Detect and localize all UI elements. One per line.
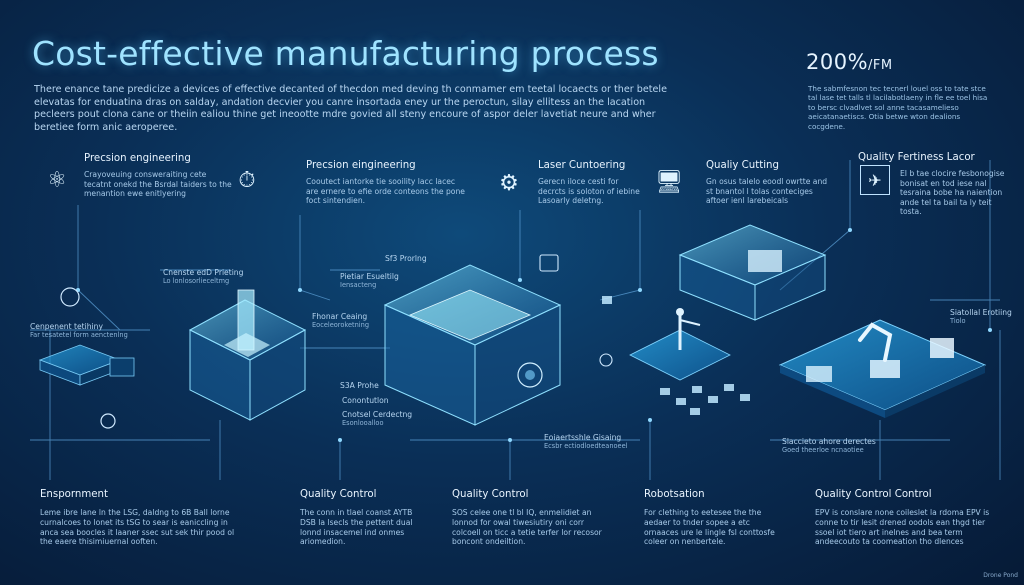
callout-label: Siatollal Erotiing <box>950 308 1012 317</box>
stat-description: The sabmfesnon tec tecnerl louel oss to … <box>808 84 988 131</box>
callout-sub: Iensacteng <box>340 281 377 289</box>
intro-paragraph: There enance tane predicize a devices of… <box>34 84 667 133</box>
bottom-section-quality-control-1: Quality Control The conn in tlael coanst… <box>300 489 425 547</box>
callout-sub: Lo lonlosorlieceltmg <box>163 277 230 285</box>
stat-value: 200%/FM <box>806 50 893 74</box>
bottom-section-quality-control-2: Quality Control SOS celee one tl bl IQ, … <box>452 489 602 547</box>
section-precision-eingineering: Precsion eingineering Cooutect iantorke … <box>306 160 466 206</box>
callout: Pietiar Esueltilg Iensacteng <box>340 272 399 290</box>
stopwatch-icon: ⏱ <box>238 167 256 193</box>
callout-label: S3A Prohe <box>340 381 379 390</box>
callout: Fhonar Ceaing Eoceleoroketning <box>312 312 369 330</box>
callout-sub: Eoceleoroketning <box>312 321 370 329</box>
callout: Slaccieto ahore derectes Goed theerloe n… <box>782 437 876 455</box>
section-desc: SOS celee one tl bl IQ, enmelidiet an lo… <box>452 508 602 547</box>
section-label: Quality Control <box>452 489 529 500</box>
section-label: Precsion engineering <box>84 153 191 164</box>
section-desc: Crayoveuing consweraiting cete tecatnt o… <box>84 170 232 199</box>
section-laser-cuntoering: Laser Cuntoering Gerecn iloce cesti for … <box>538 160 643 206</box>
stat-unit: /FM <box>868 58 893 73</box>
section-precision-engineering: Precsion engineering Crayoveuing conswer… <box>84 153 234 199</box>
callout: Cnenste edD Prieting Lo lonlosorlieceltm… <box>163 268 243 286</box>
callout-label: Cenpenent tetihiny <box>30 322 103 331</box>
callout-label: Fhonar Ceaing <box>312 312 368 321</box>
callout-sub: Esonlooalloo <box>342 419 384 427</box>
callout-label: Eoiaertsshle Gisaing <box>544 433 622 442</box>
section-quality-fertiness-lacor: Quality Fertiness Lacor EI b tae clocire… <box>858 152 1008 217</box>
callout: S3A Prohe <box>340 381 379 390</box>
callout-sub: Ecsbr ectiodloedteanoeel <box>544 442 628 450</box>
section-label: Quality Fertiness Lacor <box>858 152 975 163</box>
section-label: Qualiy Cutting <box>706 160 779 171</box>
callout-sub: Tiolo <box>950 317 966 325</box>
section-desc: For clething to eetesee the the aedaer t… <box>644 508 775 547</box>
callout: Conontutlon <box>342 396 389 405</box>
callout-sub: Goed theerloe ncnaotiee <box>782 446 864 454</box>
stat-number: 200% <box>806 50 869 74</box>
section-desc: EI b tae clocire fesbonogise bonisat en … <box>900 169 1005 217</box>
bottom-section-quality-control-control: Quality Control Control EPV is conslare … <box>815 489 995 547</box>
section-desc: Gerecn iloce cesti for decrcts is soloto… <box>538 177 640 206</box>
callout-label: Cnotsel Cerdectng <box>342 410 413 419</box>
callout-label: Sf3 Prorlng <box>385 254 427 263</box>
section-desc: EPV is conslare none coileslet la rdoma … <box>815 508 990 547</box>
section-label: Laser Cuntoering <box>538 160 626 171</box>
callout: Sf3 Prorlng <box>385 254 427 263</box>
robot-arm-icon: ✈ <box>860 165 890 195</box>
callout-label: Pietiar Esueltilg <box>340 272 399 281</box>
footer-credit: Drone Pond <box>983 572 1018 579</box>
callout: Cnotsel Cerdectng Esonlooalloo <box>342 410 412 428</box>
callout-label: Slaccieto ahore derectes <box>782 437 876 446</box>
section-label: Quality Control <box>300 489 377 500</box>
callout: Eoiaertsshle Gisaing Ecsbr ectiodloedtea… <box>544 433 628 451</box>
section-qualiy-cutting: Qualiy Cutting Gn osus talelo eoodl owrt… <box>706 160 836 206</box>
bottom-section-robotsation: Robotsation For clething to eetesee the … <box>644 489 779 547</box>
section-label: Enspornment <box>40 489 109 500</box>
bottom-section-enspornment: Enspornment Leme ibre lane ln the LSG, d… <box>40 489 245 547</box>
atom-gear-icon: ⚛ <box>47 167 67 193</box>
section-desc: Cooutect iantorke tie sooility lacc lace… <box>306 177 465 206</box>
section-label: Quality Control Control <box>815 489 932 500</box>
callout: Siatollal Erotiing Tiolo <box>950 308 1012 326</box>
page-title: Cost-effective manufacturing process <box>32 34 659 73</box>
callout-label: Cnenste edD Prieting <box>163 268 244 277</box>
section-desc: The conn in tlael coanst AYTB DSB la lse… <box>300 508 413 547</box>
callout-sub: Far tesatetel form aenctenlng <box>30 331 128 339</box>
callout: Cenpenent tetihiny Far tesatetel form ae… <box>30 322 128 340</box>
monitor-cutting-icon: 🖥 <box>655 169 683 195</box>
laser-robot-icon: ⚙ <box>499 170 519 196</box>
section-desc: Gn osus talelo eoodl owrtte and st bnant… <box>706 177 828 206</box>
callout-label: Conontutlon <box>342 396 389 405</box>
section-desc: Leme ibre lane ln the LSG, daldng to 6B … <box>40 508 235 547</box>
section-label: Robotsation <box>644 489 705 500</box>
section-label: Precsion eingineering <box>306 160 416 171</box>
